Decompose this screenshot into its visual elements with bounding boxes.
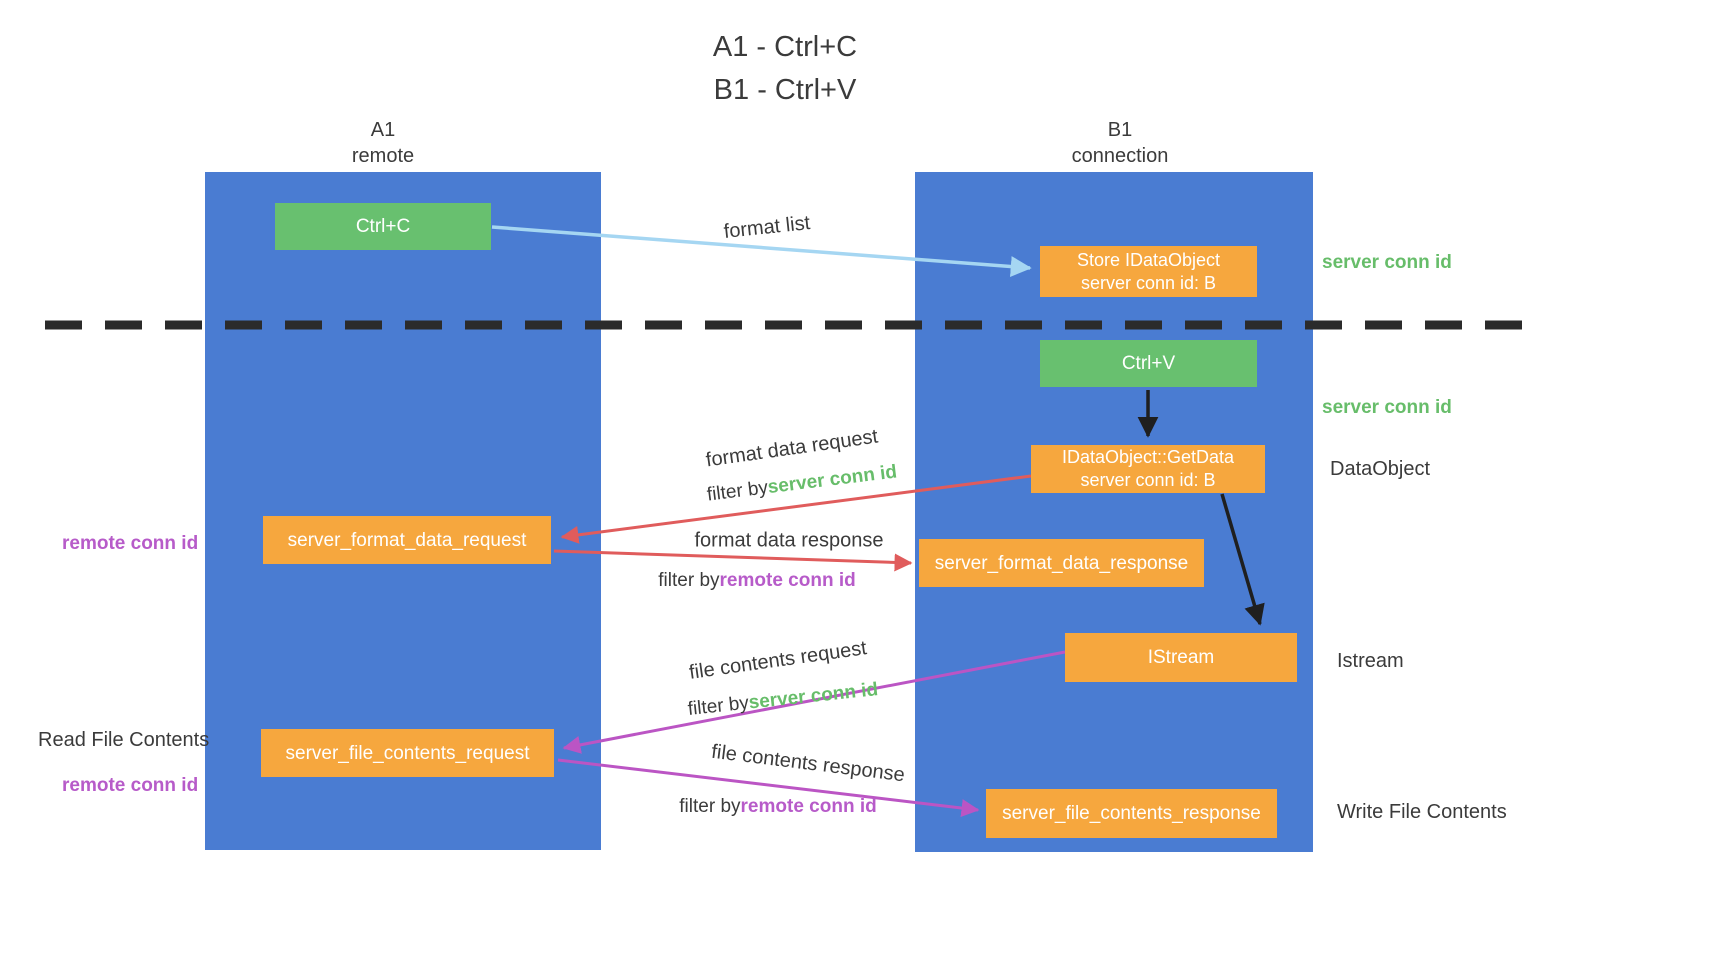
node-ctrl-v: Ctrl+V [1040, 340, 1257, 387]
node-server-file-contents-request: server_file_contents_request [261, 729, 554, 777]
edge-label-filter-file-request: filter byserver conn id [687, 679, 879, 721]
node-ctrl-v-label: Ctrl+V [1121, 353, 1176, 374]
filter-prefix: filter by [705, 477, 770, 506]
diagram-title: A1 - Ctrl+C B1 - Ctrl+V [713, 26, 857, 112]
filter-prefix: filter by [658, 570, 720, 591]
node-format-response-label: server_format_data_response [934, 552, 1189, 574]
edge-label-format-data-request: format data request [704, 425, 880, 472]
node-format-request-label: server_format_data_request [287, 529, 527, 551]
annotation-server-conn-id-top: server conn id [1322, 252, 1452, 273]
filter-key-server-conn-id: server conn id [747, 679, 880, 714]
arrow-format-data-response [553, 549, 913, 572]
filter-prefix: filter by [686, 692, 750, 720]
title-line-2: B1 - Ctrl+V [713, 74, 857, 106]
title-line-1: A1 - Ctrl+C [712, 31, 858, 63]
node-idataobject-getdata: IDataObject::GetData server conn id: B [1031, 445, 1265, 493]
node-store-line1: Store IDataObject [1076, 249, 1221, 270]
lane-a-name: A1 [370, 119, 396, 141]
node-istream: IStream [1065, 633, 1297, 682]
annotation-remote-conn-id-format: remote conn id [62, 533, 199, 554]
lane-b-sub: connection [1071, 145, 1169, 167]
node-store-line2: server conn id: B [1080, 272, 1217, 293]
annotation-read-file-contents: Read File Contents [38, 729, 210, 751]
node-getdata-line1: IDataObject::GetData [1061, 447, 1235, 467]
node-istream-label: IStream [1147, 647, 1215, 668]
node-server-format-data-request: server_format_data_request [263, 516, 551, 564]
annotation-istream: Istream [1337, 650, 1404, 672]
edge-label-file-contents-request: file contents request [687, 637, 869, 684]
node-getdata-line2: server conn id: B [1080, 470, 1216, 490]
node-store-idataobject: Store IDataObject server conn id: B [1040, 246, 1257, 297]
filter-key-server-conn-id: server conn id [766, 461, 899, 499]
filter-prefix: filter by [679, 796, 741, 817]
annotation-remote-conn-id-file: remote conn id [62, 775, 199, 796]
node-file-response-label: server_file_contents_response [1002, 803, 1261, 824]
lane-header-b1: B1 connection [1072, 117, 1169, 169]
lane-header-a1: A1 remote [352, 117, 414, 169]
annotation-write-file-contents: Write File Contents [1337, 801, 1507, 823]
node-ctrl-c-label: Ctrl+C [355, 216, 411, 237]
node-server-format-data-response: server_format_data_response [919, 539, 1204, 587]
node-ctrl-c: Ctrl+C [275, 203, 491, 250]
edge-label-filter-format-response: filter byremote conn id [658, 570, 855, 592]
node-file-request-label: server_file_contents_request [285, 742, 530, 764]
edge-label-file-contents-response: file contents response [710, 740, 906, 787]
lane-a-sub: remote [351, 145, 415, 167]
node-server-file-contents-response: server_file_contents_response [986, 789, 1277, 838]
filter-key-remote-conn-id: remote conn id [740, 796, 877, 817]
annotation-dataobject: DataObject [1330, 458, 1431, 480]
edge-label-format-data-response: format data response [694, 529, 884, 552]
edge-label-filter-file-response: filter byremote conn id [679, 796, 876, 818]
filter-key-remote-conn-id: remote conn id [719, 570, 856, 591]
annotation-server-conn-id-mid: server conn id [1322, 397, 1452, 418]
edge-label-format-list: format list [722, 212, 812, 243]
lane-b-name: B1 [1107, 119, 1133, 141]
